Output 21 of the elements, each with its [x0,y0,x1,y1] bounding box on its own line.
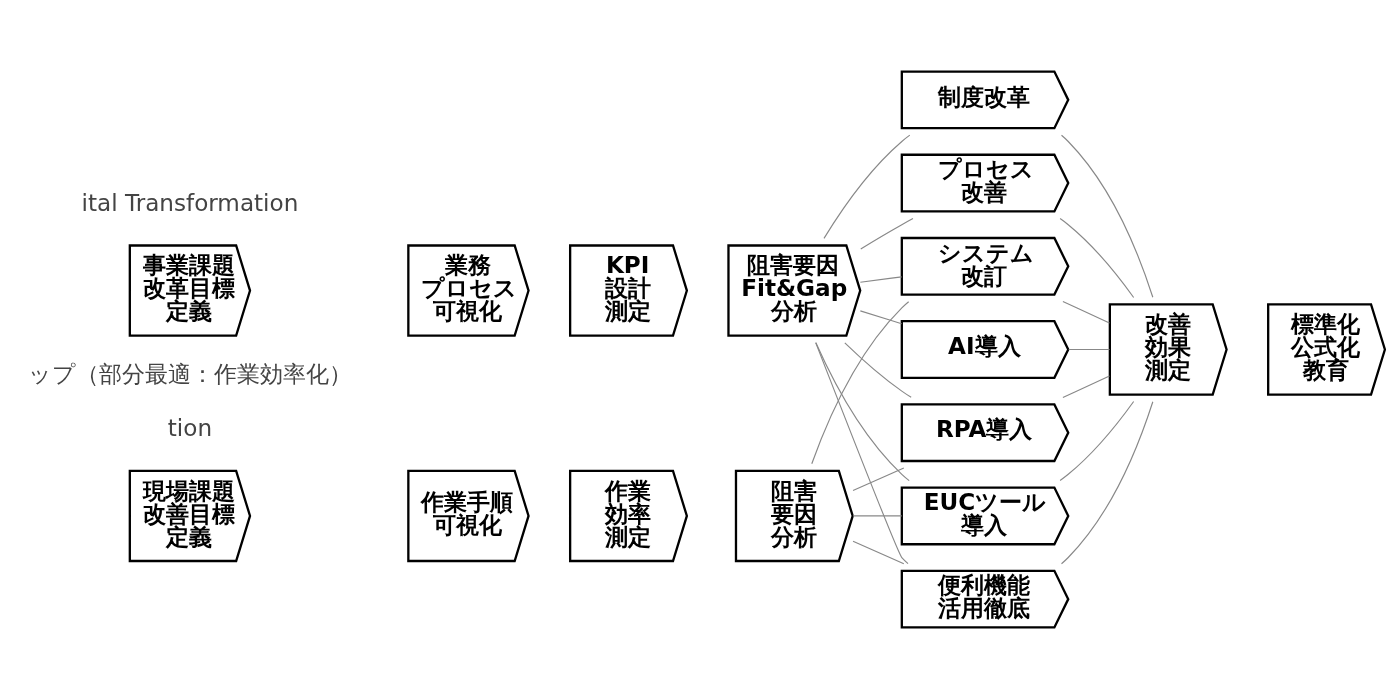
connector [1060,134,1154,298]
connector [852,467,905,491]
label: ップ（部分最適：作業効率化） [27,360,352,387]
connector [860,217,914,249]
connector [1068,348,1111,350]
connector [852,514,903,516]
connector [1060,400,1154,564]
connector [859,309,903,324]
connector [1059,400,1135,481]
connector [823,134,911,239]
connector [1062,374,1110,398]
connector [859,275,903,283]
label: tion [167,414,213,441]
connector [844,341,912,398]
connector [815,341,909,564]
connector [852,540,905,564]
connector [811,300,910,464]
connector [1062,300,1110,324]
connector [815,341,910,481]
connector [1059,217,1135,298]
label: ital Transformation [81,189,299,216]
